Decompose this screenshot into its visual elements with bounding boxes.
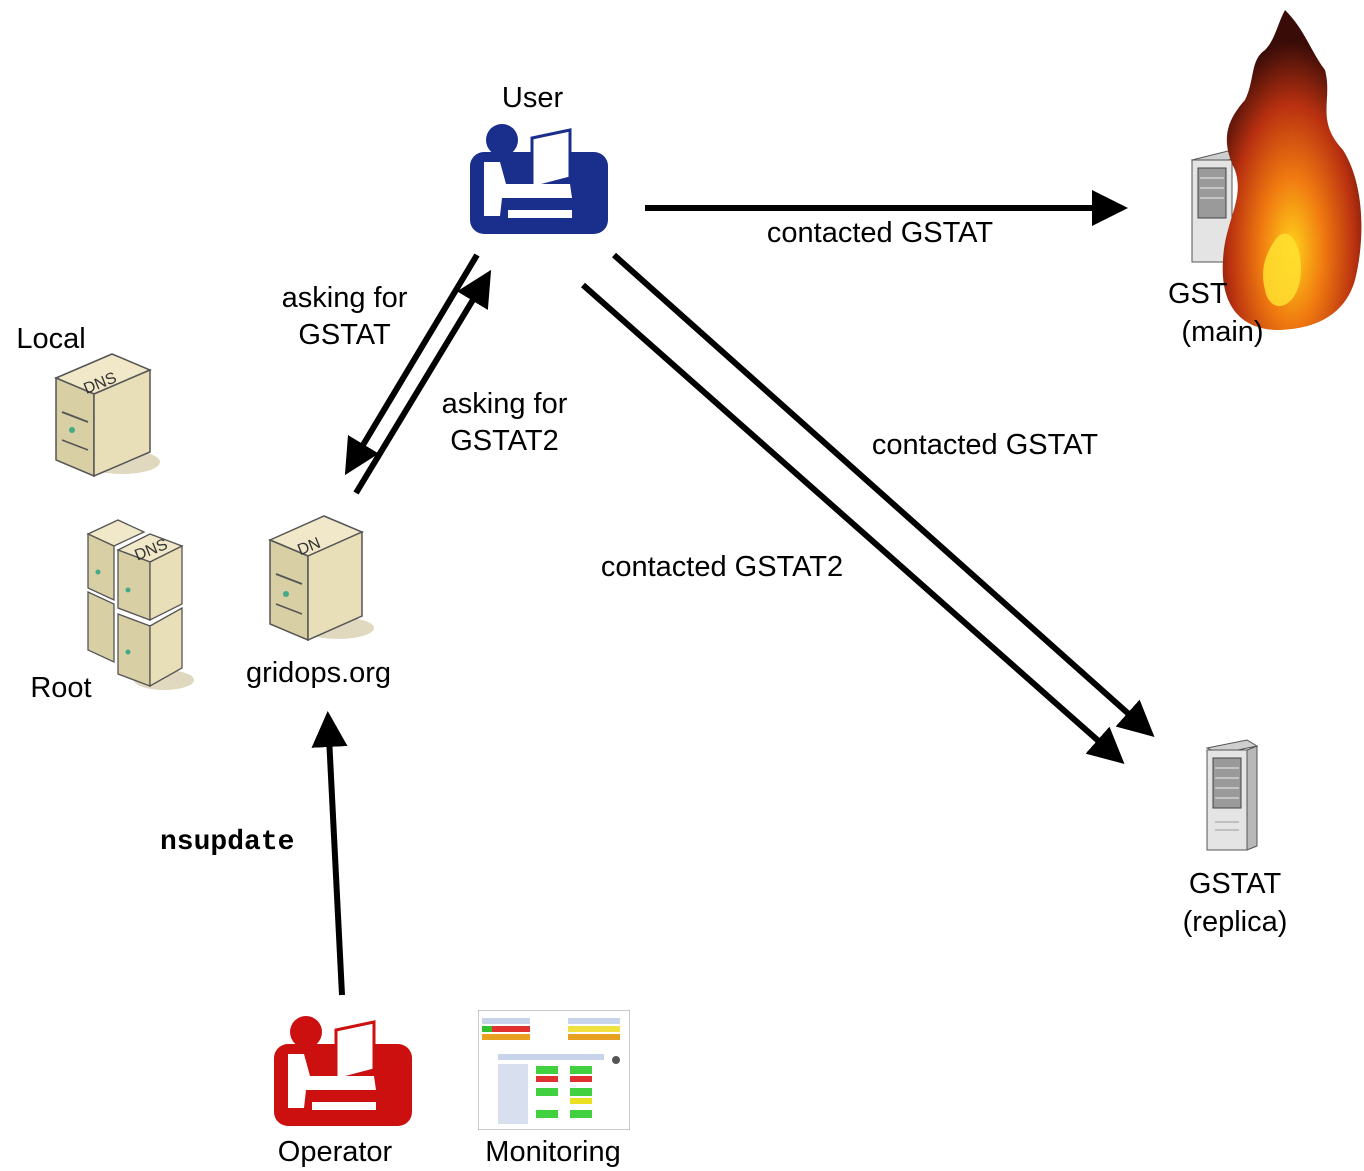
local-dns-server-icon: DNS [54,353,160,478]
gstat-replica-label-line1: GSTAT [1188,868,1282,900]
gstat-main-label-line1: GST [1168,278,1228,310]
edge-label-asking-gstat-line1: asking for [281,282,408,314]
arrow-gridops-to-user [353,269,492,495]
edge-label-contacted-gstat2: contacted GSTAT2 [600,551,844,583]
arrow-user-to-replica-upper [612,252,1155,737]
monitoring-label: Monitoring [485,1136,621,1168]
root-dns-cluster-icon: DNS [86,519,194,690]
edge-label-asking-gstat2-line2: GSTAT2 [450,425,559,457]
arrow-user-to-gridops [344,253,480,476]
root-dns-label: Root [30,672,92,704]
user-label: User [501,82,564,114]
gstat-replica-label-line2: (replica) [1182,906,1288,938]
local-dns-label: Local [16,323,86,355]
edge-label-nsupdate: nsupdate [160,827,295,858]
arrow-operator-to-gridops [311,711,348,996]
gstat-replica-server-icon [1205,739,1259,851]
edge-label-contacted-gstat-replica: contacted GSTAT [871,429,1099,461]
gridops-label: gridops.org [245,657,392,689]
edge-label-contacted-gstat-main: contacted GSTAT [766,217,994,249]
user-icon [470,124,608,234]
edge-label-asking-gstat-line2: GSTAT [298,319,391,351]
monitoring-thumbnail-icon [478,1010,630,1130]
operator-icon [274,1016,412,1126]
fire-icon [1222,10,1362,330]
arrow-user-to-replica-lower [581,282,1125,764]
gridops-dns-server-icon: DN [268,515,374,642]
gstat-main-label-line2: (main) [1181,316,1264,348]
operator-label: Operator [277,1136,393,1168]
edge-label-asking-gstat2-line1: asking for [441,388,568,420]
